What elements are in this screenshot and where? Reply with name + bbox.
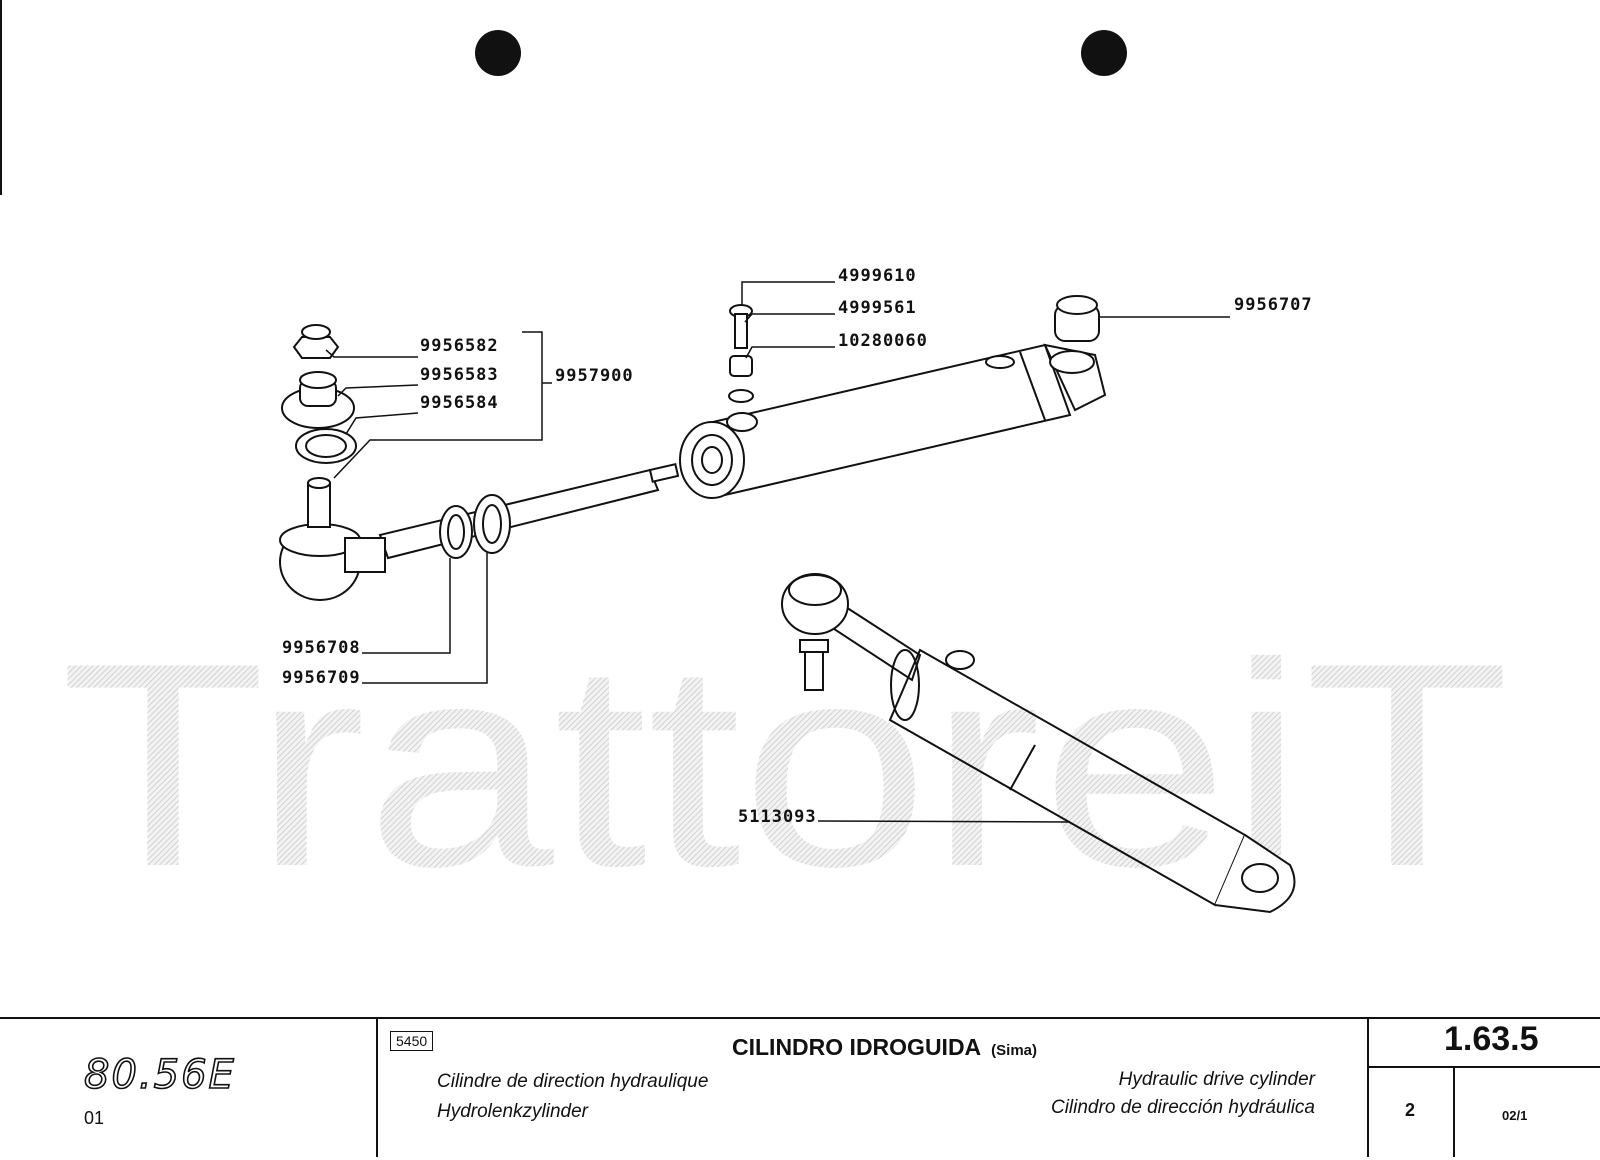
title-french: Cilindre de direction hydraulique [437, 1071, 709, 1092]
ball-joint-kit-parts [281, 324, 357, 464]
part-label-9956708: 9956708 [282, 638, 361, 658]
part-label-9956707: 9956707 [1234, 295, 1313, 315]
part-label-4999561: 4999561 [838, 298, 917, 318]
model-number: 80.56E [83, 1051, 236, 1099]
title-block-top-rule [0, 1017, 1600, 1019]
seal-ring-inner [482, 504, 502, 544]
fitting-stack [726, 304, 758, 432]
piston-rod [378, 462, 680, 560]
ball-joint-right [781, 573, 849, 691]
catalog-reference: 1.63.5 [1444, 1020, 1539, 1058]
punch-hole-right [1081, 30, 1127, 76]
part-label-9957900: 9957900 [555, 366, 634, 386]
part-label-4999610: 4999610 [838, 266, 917, 286]
sheet-number: 2 [1405, 1100, 1416, 1120]
part-labels: 4999610 4999561 10280060 9956707 9956582… [282, 266, 1313, 827]
part-label-10280060: 10280060 [838, 331, 928, 351]
group-code: 5450 [390, 1031, 434, 1051]
title-italian: CILINDRO IDROGUIDA (Sima) [732, 1034, 1037, 1061]
leader-lines [325, 281, 1230, 823]
part-label-9956709: 9956709 [282, 668, 361, 688]
bushing [1054, 295, 1100, 342]
page-number: 02/1 [1502, 1108, 1528, 1123]
assembled-cylinder [781, 573, 1296, 914]
seal-ring-inner [447, 514, 465, 550]
title-german: Hydrolenkzylinder [437, 1101, 589, 1122]
cylinder-body [679, 343, 1107, 499]
title-english: Hydraulic drive cylinder [1118, 1069, 1315, 1090]
part-label-9956584: 9956584 [420, 393, 499, 413]
punch-hole-left [475, 30, 521, 76]
title-italian-text: CILINDRO IDROGUIDA [732, 1034, 982, 1060]
title-spanish: Cilindro de dirección hydráulica [1050, 1097, 1315, 1118]
part-label-9956583: 9956583 [420, 365, 499, 385]
model-variant: 01 [84, 1108, 105, 1128]
ball-joint-left [279, 477, 386, 601]
title-block-divider [1367, 1017, 1369, 1157]
part-label-9956582: 9956582 [420, 336, 499, 356]
title-block-divider [1367, 1066, 1600, 1068]
part-label-5113093: 5113093 [738, 807, 817, 827]
title-block-divider [1453, 1066, 1455, 1157]
title-block-divider [376, 1017, 378, 1157]
title-note: (Sima) [991, 1042, 1038, 1059]
exploded-assembly [279, 295, 1107, 601]
